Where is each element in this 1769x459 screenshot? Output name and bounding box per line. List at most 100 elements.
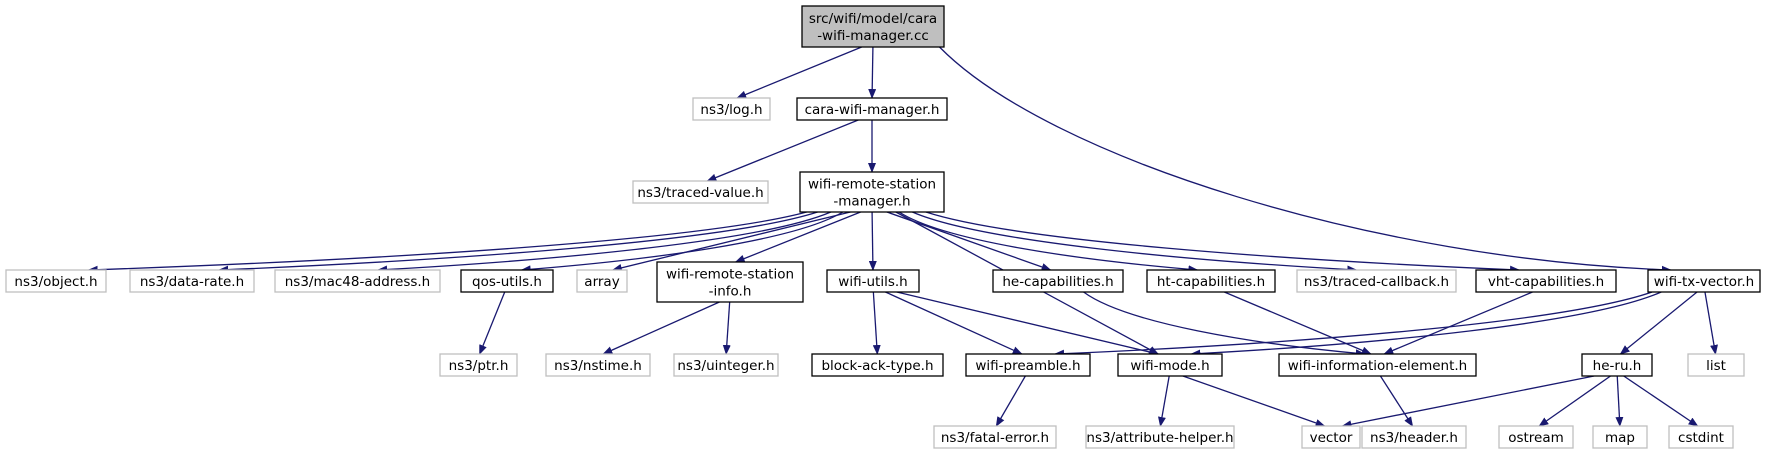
edge-arrow <box>706 119 859 182</box>
node-box <box>965 353 1091 377</box>
edge-txvec-to-list <box>1704 291 1718 355</box>
node-box <box>801 5 945 48</box>
edge-arrow <box>872 291 881 355</box>
edge-txvec-to-he_ru <box>1619 291 1698 355</box>
edge-arrow <box>1383 291 1533 355</box>
node-cstdint: cstdint <box>1668 425 1734 449</box>
node-cara[interactable]: cara-wifi-manager.h <box>796 97 948 121</box>
edge-arrow <box>1341 375 1595 429</box>
node-box <box>1668 425 1734 449</box>
edge-arrow <box>377 211 832 274</box>
node-uinteger: ns3/uinteger.h <box>673 353 779 377</box>
node-traced-cb: ns3/traced-callback.h <box>1296 269 1457 293</box>
edge-wrsm-to-data_rate <box>218 211 818 274</box>
node-label: map <box>1605 430 1635 446</box>
node-label: vht-capabilities.h <box>1488 274 1604 290</box>
node-mac48: ns3/mac48-address.h <box>274 269 441 293</box>
node-wie[interactable]: wifi-information-element.h <box>1278 353 1477 377</box>
node-box <box>1146 269 1276 293</box>
node-box <box>1592 425 1648 449</box>
node-fatal: ns3/fatal-error.h <box>933 425 1057 449</box>
edge-arrow <box>722 301 731 355</box>
edge-wrsm-to-he_cap <box>886 211 1052 271</box>
edge-arrow <box>1704 291 1718 355</box>
node-box <box>1117 353 1223 377</box>
edge-arrow <box>520 211 844 274</box>
node-label: block-ack-type.h <box>821 358 933 374</box>
node-he-cap[interactable]: he-capabilities.h <box>992 269 1124 293</box>
edge-he_ru-to-vector <box>1341 375 1595 429</box>
edge-arrow <box>1190 291 1662 358</box>
node-wutils[interactable]: wifi-utils.h <box>826 269 920 293</box>
node-label: wifi-mode.h <box>1130 358 1209 374</box>
node-box <box>439 353 518 377</box>
node-label: ns3/log.h <box>700 102 762 118</box>
node-box <box>1475 269 1617 293</box>
node-ostream: ostream <box>1498 425 1574 449</box>
node-label: vector <box>1310 430 1353 446</box>
node-label: ns3/fatal-error.h <box>941 430 1049 446</box>
edge-arrow <box>925 211 1521 274</box>
edge-arrow <box>868 46 877 99</box>
node-box <box>1278 353 1477 377</box>
node-label: ns3/header.h <box>1370 430 1458 446</box>
edge-arrow <box>896 291 1160 356</box>
node-map: map <box>1592 425 1648 449</box>
edge-he_ru-to-map <box>1615 375 1624 427</box>
node-box <box>796 97 948 121</box>
node-box <box>1301 425 1361 449</box>
node-label: src/wifi/model/cara <box>809 11 937 27</box>
edge-wmode-to-attr <box>1158 375 1170 427</box>
node-label: ns3/mac48-address.h <box>285 274 431 290</box>
node-vector: vector <box>1301 425 1361 449</box>
node-label: ns3/ptr.h <box>449 358 509 374</box>
node-wrsi[interactable]: wifi-remote-station-info.h <box>656 261 804 303</box>
edge-wrsm-to-wrsi <box>734 211 861 263</box>
node-label: he-capabilities.h <box>1002 274 1113 290</box>
edge-wrsm-to-array <box>611 211 851 272</box>
node-label: list <box>1706 358 1726 374</box>
node-txvec[interactable]: wifi-tx-vector.h <box>1647 269 1761 293</box>
node-box <box>1296 269 1457 293</box>
node-label: -wifi-manager.cc <box>817 28 929 44</box>
node-wmode[interactable]: wifi-mode.h <box>1117 353 1223 377</box>
node-qos[interactable]: qos-utils.h <box>460 269 554 293</box>
node-box <box>811 353 944 377</box>
edge-preamble-to-fatal <box>995 375 1026 427</box>
node-box <box>992 269 1124 293</box>
node-label: ns3/traced-value.h <box>637 185 763 201</box>
edge-wutils-to-preamble <box>885 291 1023 355</box>
node-label: wifi-utils.h <box>838 274 907 290</box>
edge-arrow <box>1054 291 1653 358</box>
edge-arrow <box>734 211 861 263</box>
node-label: qos-utils.h <box>472 274 542 290</box>
node-label: ns3/traced-callback.h <box>1304 274 1449 290</box>
node-box <box>1085 425 1235 449</box>
node-label: cstdint <box>1678 430 1724 446</box>
node-label: wifi-remote-station <box>666 267 794 283</box>
node-box <box>460 269 554 293</box>
node-label: wifi-information-element.h <box>1288 358 1467 374</box>
edge-arrow <box>1083 291 1366 358</box>
nodes-layer: src/wifi/model/cara-wifi-manager.cc ns3/l… <box>5 5 1761 449</box>
node-box <box>1647 269 1761 293</box>
edge-arrow <box>736 46 862 99</box>
node-object: ns3/object.h <box>5 269 107 293</box>
node-attr: ns3/attribute-helper.h <box>1085 425 1235 449</box>
edge-arrow <box>885 291 1023 355</box>
node-preamble[interactable]: wifi-preamble.h <box>965 353 1091 377</box>
edge-vht_cap-to-wie <box>1383 291 1533 355</box>
node-label: ns3/object.h <box>14 274 97 290</box>
node-box <box>129 269 255 293</box>
node-block-ack[interactable]: block-ack-type.h <box>811 353 944 377</box>
node-wrsm[interactable]: wifi-remote-station-manager.h <box>799 171 945 213</box>
edge-root-to-txvec <box>939 46 1672 274</box>
edge-cara-to-traced_value <box>706 119 859 182</box>
node-label: wifi-remote-station <box>808 177 936 193</box>
edge-wrsm-to-mac48 <box>377 211 832 274</box>
edge-arrow <box>1224 291 1372 355</box>
node-vht-cap[interactable]: vht-capabilities.h <box>1475 269 1617 293</box>
node-root[interactable]: src/wifi/model/cara-wifi-manager.cc <box>801 5 945 48</box>
node-ht-cap[interactable]: ht-capabilities.h <box>1146 269 1276 293</box>
node-he-ru[interactable]: he-ru.h <box>1581 353 1653 377</box>
